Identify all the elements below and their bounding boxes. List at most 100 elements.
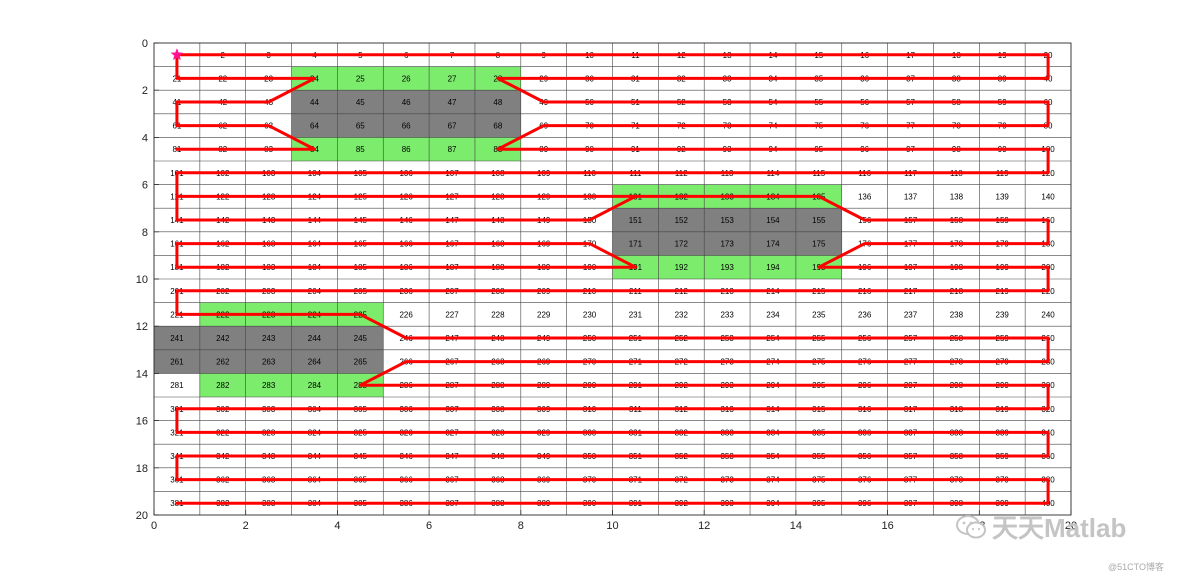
cell-number: 193 (720, 263, 734, 272)
cell-number: 227 (445, 310, 459, 319)
cell-number: 245 (354, 334, 368, 343)
obstacle-cell (704, 208, 751, 232)
obstacle-cell (612, 208, 659, 232)
planned-path-line (175, 194, 637, 222)
cell-number: 284 (308, 381, 322, 390)
cell-number: 171 (629, 240, 643, 249)
y-tick-label: 14 (136, 368, 148, 380)
cell-number: 233 (720, 310, 734, 319)
cell-number: 64 (310, 122, 319, 131)
obstacle-cell (474, 90, 521, 114)
planned-path-line (175, 53, 1050, 505)
obstacle-cell (383, 113, 430, 138)
cell-number: 172 (675, 240, 689, 249)
cell-number: 281 (170, 381, 184, 390)
cell-number: 155 (812, 216, 826, 225)
obstacle-cell (658, 208, 705, 232)
obstacle-cell (337, 113, 384, 138)
x-tick-label: 20 (1065, 520, 1077, 532)
cell-number: 231 (629, 310, 643, 319)
obstacle-cell (199, 349, 246, 374)
cell-number: 237 (904, 310, 918, 319)
x-tick-label: 16 (881, 520, 893, 532)
cell-number: 65 (356, 122, 365, 131)
cell-number: 234 (766, 310, 780, 319)
obstacle-cell (795, 208, 842, 232)
buffer-cell (383, 66, 430, 91)
cell-number: 236 (858, 310, 872, 319)
cell-number: 48 (493, 98, 502, 107)
obstacle-cell (291, 90, 338, 114)
cell-number: 45 (356, 98, 365, 107)
obstacle-cell (154, 326, 200, 350)
cell-number: 47 (448, 98, 457, 107)
cell-number: 86 (402, 145, 411, 154)
cell-number: 87 (448, 145, 457, 154)
y-tick-label: 6 (142, 180, 148, 192)
buffer-cell (291, 373, 338, 397)
cell-number: 153 (720, 216, 734, 225)
obstacle-cell (612, 231, 659, 256)
cell-number: 154 (766, 216, 780, 225)
cell-number: 173 (720, 240, 734, 249)
cell-number: 229 (537, 310, 551, 319)
y-tick-label: 12 (136, 321, 148, 333)
cell-number: 226 (399, 310, 413, 319)
x-tick-label: 0 (151, 520, 157, 532)
cell-number: 152 (675, 216, 689, 225)
cell-number: 26 (402, 74, 411, 83)
cell-number: 138 (950, 192, 964, 201)
y-tick-label: 10 (136, 274, 148, 286)
cell-number: 232 (675, 310, 689, 319)
cell-number: 137 (904, 192, 918, 201)
obstacle-cell (704, 231, 751, 256)
y-tick-label: 8 (142, 227, 148, 239)
cell-number: 66 (402, 122, 411, 131)
y-tick-label: 4 (142, 132, 148, 144)
cell-number: 264 (308, 358, 322, 367)
buffer-cell (658, 255, 705, 279)
obstacle-cell (795, 231, 842, 256)
cell-number: 244 (308, 334, 322, 343)
cell-number: 228 (491, 310, 505, 319)
buffer-cell (429, 137, 475, 161)
cell-number: 139 (996, 192, 1010, 201)
buffer-cell (429, 66, 475, 91)
cell-number: 261 (170, 358, 184, 367)
x-tick-label: 6 (426, 520, 432, 532)
x-tick-label: 4 (334, 520, 340, 532)
buffer-cell (199, 373, 246, 397)
obstacle-cell (474, 113, 521, 138)
cell-number: 44 (310, 98, 319, 107)
cell-number: 263 (262, 358, 276, 367)
x-tick-label: 10 (606, 520, 618, 532)
buffer-cell (245, 373, 292, 397)
cell-number: 235 (812, 310, 826, 319)
cell-number: 238 (950, 310, 964, 319)
start-star-marker (170, 48, 184, 61)
y-tick-label: 20 (136, 510, 148, 522)
x-tick-label: 2 (243, 520, 249, 532)
obstacle-cell (291, 113, 338, 138)
cell-number: 194 (766, 263, 780, 272)
cell-number: 243 (262, 334, 276, 343)
buffer-cell (383, 137, 430, 161)
cell-number: 239 (996, 310, 1010, 319)
x-tick-label: 8 (518, 520, 524, 532)
cell-number: 68 (493, 122, 502, 131)
cell-number: 230 (583, 310, 597, 319)
cell-number: 282 (216, 381, 230, 390)
buffer-cell (750, 255, 796, 279)
y-tick-label: 2 (142, 85, 148, 97)
cell-number: 240 (1041, 310, 1055, 319)
cell-number: 25 (356, 74, 365, 83)
obstacle-cell (154, 349, 200, 374)
planned-path-line (175, 242, 637, 269)
obstacle-cell (750, 208, 796, 232)
buffer-cell (337, 66, 384, 91)
cell-number: 262 (216, 358, 230, 367)
cell-number: 241 (170, 334, 184, 343)
cell-number: 283 (262, 381, 276, 390)
watermark-source: @51CTO博客 (1108, 562, 1164, 572)
